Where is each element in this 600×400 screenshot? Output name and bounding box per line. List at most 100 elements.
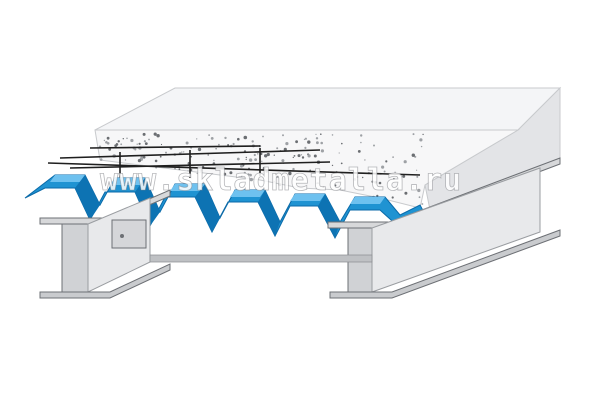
aggregate-dot — [285, 142, 289, 146]
aggregate-dot — [261, 160, 263, 162]
aggregate-dot — [213, 159, 215, 162]
aggregate-dot — [313, 154, 317, 158]
aggregate-dot — [156, 134, 160, 138]
aggregate-dot — [340, 162, 343, 165]
aggregate-dot — [196, 172, 198, 175]
aggregate-dot — [143, 140, 146, 143]
aggregate-dot — [251, 140, 254, 143]
aggregate-dot — [266, 152, 270, 157]
aggregate-dot — [322, 186, 325, 188]
aggregate-dot — [331, 164, 334, 167]
aggregate-dot — [232, 142, 235, 146]
aggregate-dot — [183, 151, 185, 153]
aggregate-dot — [262, 135, 264, 138]
aggregate-dot — [197, 147, 202, 152]
aggregate-dot — [307, 140, 311, 144]
aggregate-dot — [419, 138, 423, 142]
aggregate-dot — [103, 139, 106, 142]
aggregate-dot — [292, 156, 294, 159]
aggregate-dot — [223, 172, 227, 176]
aggregate-dot — [391, 196, 394, 199]
aggregate-dot — [316, 182, 318, 185]
shear-connector — [111, 219, 147, 249]
aggregate-dot — [420, 145, 423, 148]
aggregate-dot — [199, 169, 203, 172]
aggregate-dot — [283, 147, 287, 151]
aggregate-dot — [224, 136, 227, 140]
aggregate-dot — [403, 160, 407, 164]
aggregate-dot — [207, 154, 209, 156]
aggregate-dot — [376, 194, 379, 197]
aggregate-dot — [422, 133, 424, 136]
left-beam-web — [61, 223, 89, 293]
aggregate-dot — [392, 156, 394, 159]
rebar-line — [89, 145, 261, 149]
aggregate-dot — [275, 174, 279, 178]
aggregate-dot — [130, 138, 134, 143]
decking-shadow — [75, 175, 340, 238]
aggregate-dot — [142, 132, 146, 136]
aggregate-dot — [249, 173, 252, 177]
aggregate-dot — [381, 165, 385, 169]
aggregate-dot — [341, 189, 343, 191]
aggregate-dot — [126, 137, 128, 140]
aggregate-dot — [357, 150, 361, 153]
aggregate-dot — [416, 175, 419, 178]
aggregate-dot — [148, 138, 150, 141]
aggregate-dot — [338, 152, 340, 154]
aggregate-dot — [142, 156, 146, 159]
aggregate-dot — [248, 158, 253, 162]
aggregate-dot — [281, 159, 285, 163]
soffit-panel — [149, 254, 373, 263]
aggregate-dot — [278, 183, 282, 187]
right-beam-web-side — [371, 167, 541, 293]
aggregate-dot — [288, 171, 292, 176]
aggregate-dot — [196, 138, 198, 140]
aggregate-dot — [282, 134, 284, 137]
aggregate-dot — [240, 164, 243, 168]
aggregate-dot — [247, 173, 250, 176]
aggregate-dot — [417, 188, 421, 193]
aggregate-dot — [360, 141, 362, 144]
aggregate-dot — [159, 155, 162, 158]
aggregate-dot — [138, 142, 141, 145]
aggregate-dot — [174, 167, 176, 170]
aggregate-dot — [392, 178, 395, 181]
aggregate-dot — [229, 171, 233, 175]
aggregate-dot — [257, 153, 259, 155]
aggregate-dot — [218, 143, 220, 146]
aggregate-dot — [334, 184, 337, 187]
aggregate-dot — [307, 154, 311, 158]
aggregate-dot — [253, 153, 256, 157]
aggregate-dot — [153, 132, 157, 136]
aggregate-dot — [108, 148, 112, 151]
aggregate-dot — [165, 151, 167, 154]
aggregate-dot — [304, 137, 307, 140]
rebar-mesh-icon — [47, 145, 421, 178]
aggregate-dot — [331, 134, 334, 136]
aggregate-dot — [295, 140, 298, 144]
aggregate-dot — [140, 155, 144, 159]
aggregate-dot — [320, 149, 324, 153]
aggregate-dot — [273, 154, 275, 156]
aggregate-dot — [276, 147, 279, 150]
aggregate-dot — [210, 137, 214, 140]
aggregate-dot — [304, 146, 307, 149]
aggregate-dot — [315, 133, 317, 135]
aggregate-dot — [421, 203, 424, 205]
decking-highlight — [50, 175, 385, 204]
aggregate-dot — [178, 168, 181, 171]
aggregate-dot — [416, 169, 418, 171]
slab-top-surface — [94, 87, 562, 131]
aggregate-dot — [364, 159, 366, 161]
aggregate-dot — [240, 175, 243, 177]
aggregate-dot — [181, 151, 183, 153]
aggregate-dot — [356, 176, 359, 178]
watermark-text: www.skladmetalla.ru — [100, 163, 462, 198]
aggregate-dot — [402, 174, 406, 178]
aggregate-dot — [106, 142, 110, 145]
aggregate-dot — [227, 144, 230, 146]
aggregate-dot — [243, 135, 248, 140]
aggregate-dot — [414, 155, 417, 158]
aggregate-dot — [297, 154, 301, 158]
